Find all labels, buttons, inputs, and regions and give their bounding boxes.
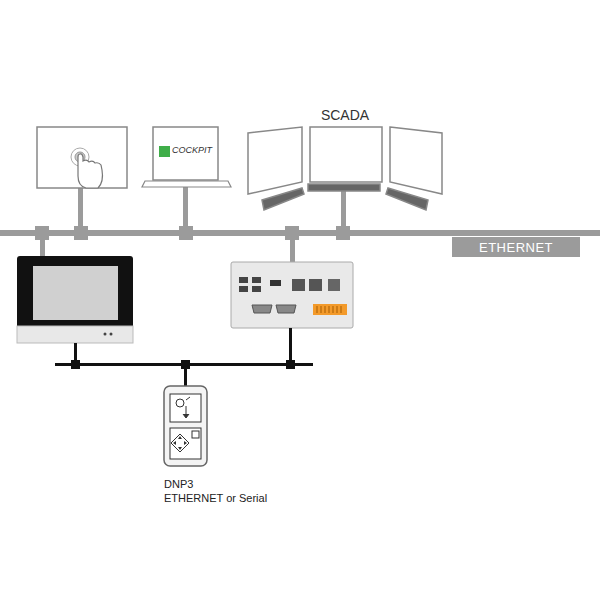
drop-lines: [35, 187, 350, 262]
cockpit-logo: [159, 146, 170, 157]
panel-hmi: [17, 256, 133, 343]
node-heading: DNP3: [164, 478, 193, 490]
touch-monitor: [37, 127, 127, 188]
cockpit-label: COCKPIT: [172, 145, 212, 155]
field-bus: [55, 328, 313, 386]
scada-label: SCADA: [321, 107, 369, 123]
scada-workstation: [248, 127, 442, 210]
field-device: [164, 386, 207, 466]
ethernet-bus: [0, 230, 600, 236]
field-device-node: DNP3ETHERNET or Serial: [164, 386, 207, 466]
node-text: ETHERNET or Serial: [164, 492, 267, 504]
ethernet-band: ETHERNET: [452, 237, 580, 257]
controller: [231, 262, 353, 328]
laptop: [142, 127, 231, 187]
node-heading: ETHERNET: [479, 240, 553, 255]
